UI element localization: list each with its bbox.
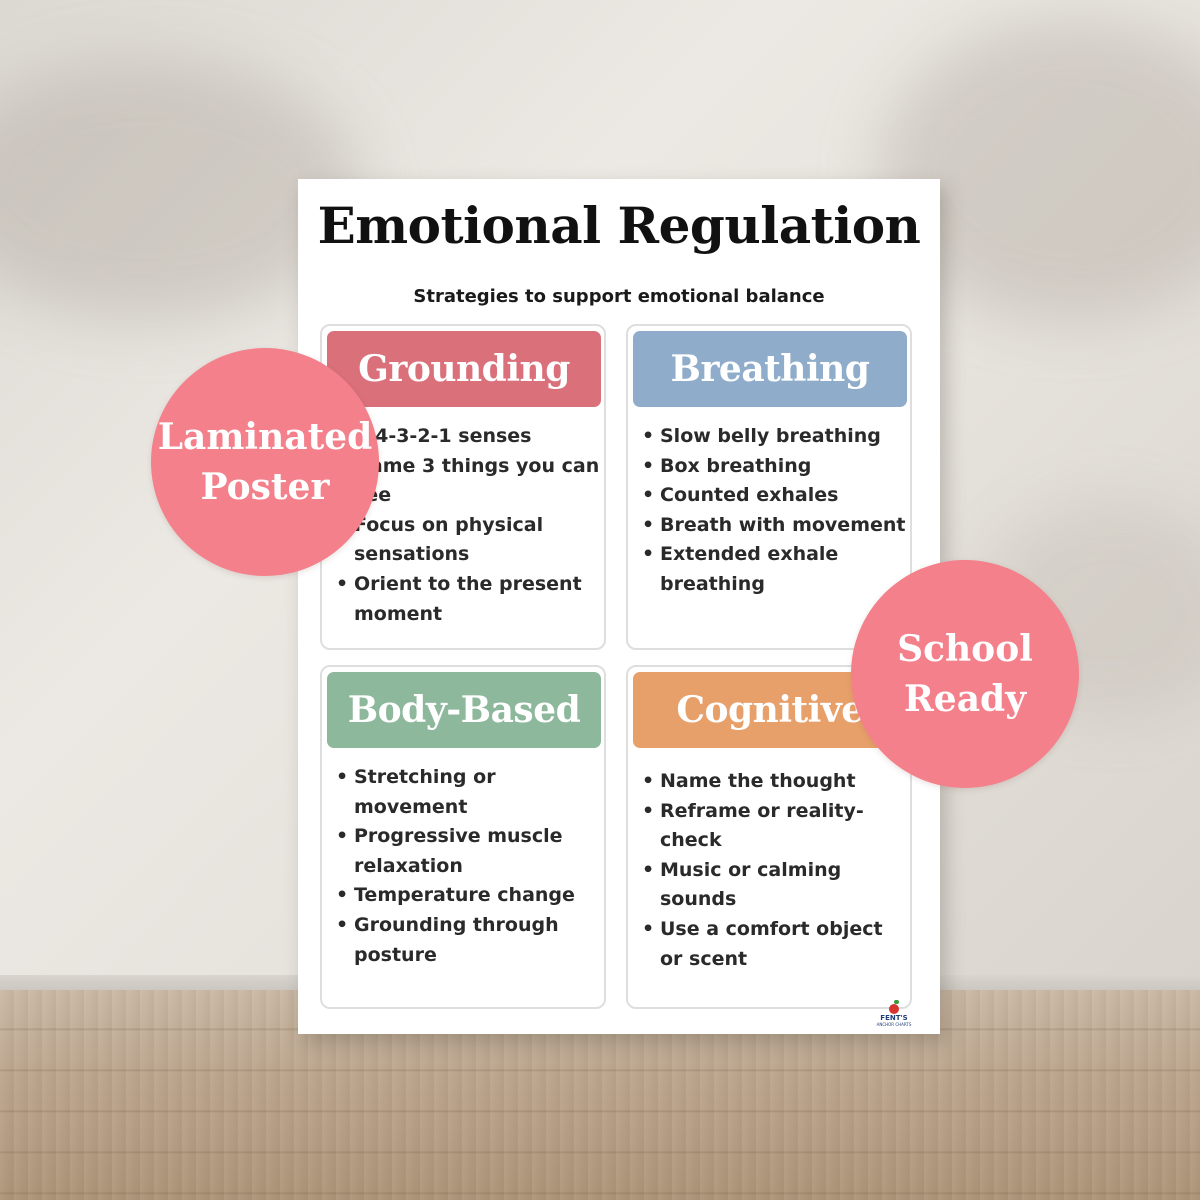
card-heading-breathing: Breathing [633, 331, 907, 407]
badge-line: School [897, 628, 1033, 670]
card-body-based: Body-Based Stretching or movement Progre… [320, 665, 606, 1009]
apple-icon [889, 1000, 899, 1014]
card-list-breathing: Slow belly breathing Box breathing Count… [638, 422, 906, 600]
school-ready-badge: School Ready [851, 560, 1079, 788]
card-breathing: Breathing Slow belly breathing Box breat… [626, 324, 912, 650]
list-item: Temperature change [332, 881, 600, 911]
card-list-cognitive: Name the thought Reframe or reality-chec… [638, 767, 906, 974]
laminated-poster-badge: Laminated Poster [151, 348, 379, 576]
badge-line: Poster [200, 466, 330, 508]
card-grounding: Grounding 5-4-3-2-1 senses Name 3 things… [320, 324, 606, 650]
card-list-body-based: Stretching or movement Progressive muscl… [332, 763, 600, 970]
poster: Emotional Regulation Strategies to suppo… [298, 179, 940, 1034]
poster-title: Emotional Regulation [317, 196, 921, 255]
list-item: Name the thought [638, 767, 906, 797]
list-item: Slow belly breathing [638, 422, 906, 452]
logo-name: FENT'S [880, 1014, 908, 1022]
list-item: Use a comfort object or scent [638, 915, 906, 974]
poster-subtitle: Strategies to support emotional balance [413, 286, 825, 307]
list-item: Counted exhales [638, 481, 906, 511]
card-heading-body-based: Body-Based [327, 672, 601, 748]
list-item: Music or calming sounds [638, 856, 906, 915]
card-list-grounding: 5-4-3-2-1 senses Name 3 things you can s… [332, 422, 600, 629]
badge-line: Ready [903, 678, 1027, 720]
list-item: Focus on physical sensations [332, 511, 600, 570]
list-item: Extended exhale breathing [638, 540, 906, 599]
list-item: Orient to the present moment [332, 570, 600, 629]
list-item: Breath with movement [638, 511, 906, 541]
fents-logo: FENT'S ANCHOR CHARTS [874, 1000, 914, 1030]
list-item: Box breathing [638, 452, 906, 482]
badge-line: Laminated [157, 416, 373, 458]
list-item: Progressive muscle relaxation [332, 822, 600, 881]
list-item: Stretching or movement [332, 763, 600, 822]
list-item: Reframe or reality-check [638, 797, 906, 856]
logo-tagline: ANCHOR CHARTS [876, 1022, 912, 1027]
card-heading-grounding: Grounding [327, 331, 601, 407]
list-item: Grounding through posture [332, 911, 600, 970]
